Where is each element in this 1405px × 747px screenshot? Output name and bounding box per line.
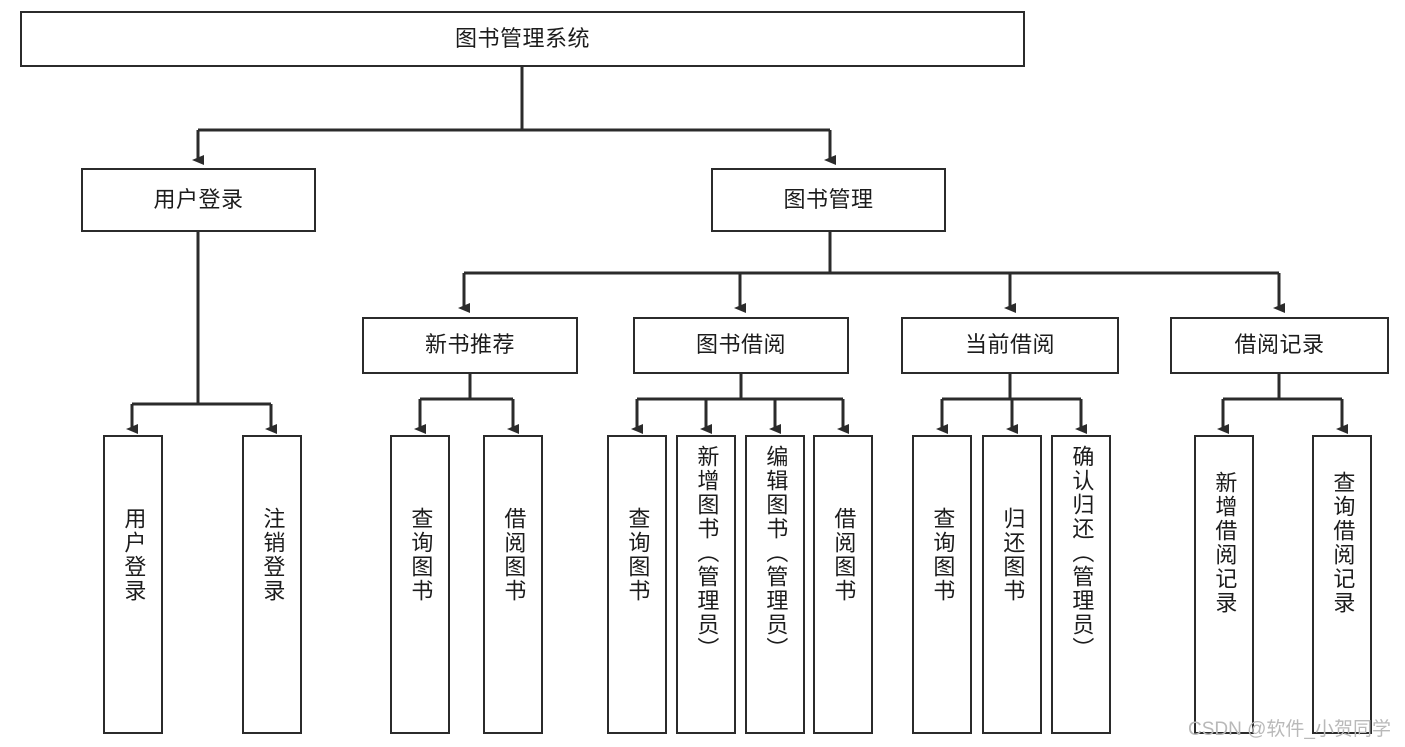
- node-leaf-return-book[interactable]: 归还图书: [982, 435, 1042, 734]
- node-label: 归还图书: [1000, 507, 1026, 603]
- node-label: 新书推荐: [424, 332, 515, 358]
- node-leaf-query-record[interactable]: 查询借阅记录: [1312, 435, 1372, 734]
- node-leaf-user-login[interactable]: 用户登录: [103, 435, 163, 734]
- node-label: 查询借阅记录: [1330, 471, 1356, 615]
- node-label: 用户登录: [121, 507, 147, 603]
- node-label: 注销登录: [260, 507, 286, 603]
- node-leaf-query-book-1[interactable]: 查询图书: [390, 435, 450, 734]
- node-label: 用户登录: [153, 186, 244, 212]
- node-label: 借阅图书: [501, 507, 527, 603]
- node-book-borrow[interactable]: 图书借阅: [633, 317, 849, 374]
- node-root-book-management-system[interactable]: 图书管理系统: [20, 11, 1025, 67]
- node-label: 当前借阅: [964, 332, 1055, 358]
- node-label: 查询图书: [625, 507, 651, 603]
- node-label: 图书管理: [783, 186, 874, 212]
- node-leaf-borrow-book-1[interactable]: 借阅图书: [483, 435, 543, 734]
- node-label: 新增借阅记录: [1212, 471, 1238, 615]
- node-leaf-query-book-3[interactable]: 查询图书: [912, 435, 972, 734]
- node-label: 图书借阅: [695, 332, 786, 358]
- node-leaf-add-record[interactable]: 新增借阅记录: [1194, 435, 1254, 734]
- node-leaf-query-book-2[interactable]: 查询图书: [607, 435, 667, 734]
- node-label: 编辑图书（管理员）: [763, 445, 789, 661]
- node-label: 新增图书（管理员）: [694, 445, 720, 661]
- node-leaf-edit-book[interactable]: 编辑图书（管理员）: [745, 435, 805, 734]
- node-label: 图书管理系统: [454, 25, 590, 51]
- node-user-login[interactable]: 用户登录: [81, 168, 316, 232]
- node-book-management[interactable]: 图书管理: [711, 168, 946, 232]
- node-leaf-user-logout[interactable]: 注销登录: [242, 435, 302, 734]
- node-new-book-recommend[interactable]: 新书推荐: [362, 317, 578, 374]
- node-label: 借阅记录: [1234, 332, 1325, 358]
- node-leaf-add-book[interactable]: 新增图书（管理员）: [676, 435, 736, 734]
- node-leaf-borrow-book-2[interactable]: 借阅图书: [813, 435, 873, 734]
- node-leaf-confirm-return[interactable]: 确认归还（管理员）: [1051, 435, 1111, 734]
- node-label: 查询图书: [930, 507, 956, 603]
- node-borrow-record[interactable]: 借阅记录: [1170, 317, 1389, 374]
- node-label: 确认归还（管理员）: [1069, 445, 1095, 661]
- node-current-borrow[interactable]: 当前借阅: [901, 317, 1119, 374]
- node-label: 借阅图书: [831, 507, 857, 603]
- node-label: 查询图书: [408, 507, 434, 603]
